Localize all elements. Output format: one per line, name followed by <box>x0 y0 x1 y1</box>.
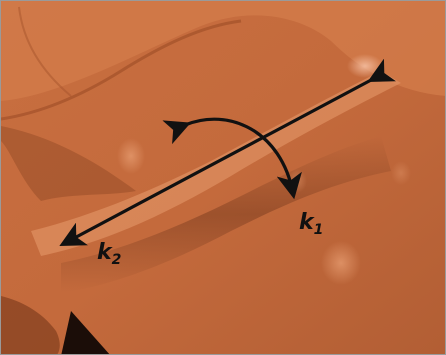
highlight-right <box>391 161 411 185</box>
highlight-left <box>117 138 145 174</box>
highlight-shoulder <box>347 54 383 78</box>
highlight-lower-right <box>321 241 361 285</box>
k2-label: k2 <box>97 242 121 267</box>
k1-label: k1 <box>299 212 323 237</box>
